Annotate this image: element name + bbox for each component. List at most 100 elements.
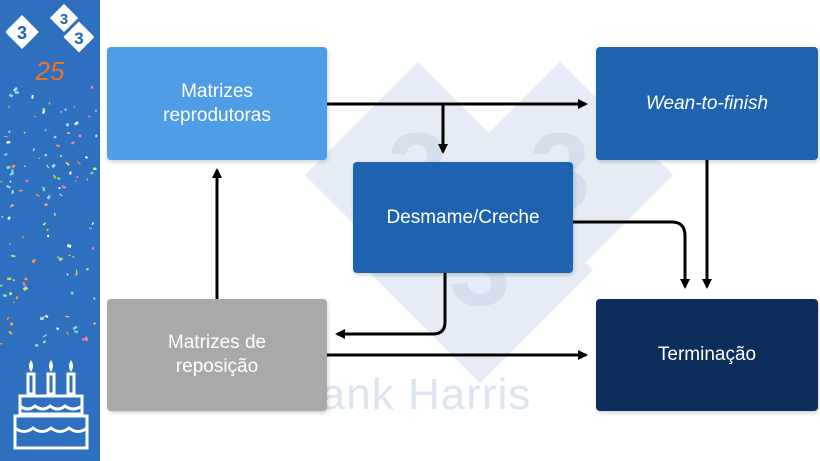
confetti-piece xyxy=(65,123,70,127)
confetti-piece xyxy=(8,292,13,296)
confetti-piece xyxy=(75,175,79,178)
node-matrizes-reprodutoras: Matrizes reprodutoras xyxy=(107,47,327,160)
confetti-piece xyxy=(22,281,26,287)
confetti-piece xyxy=(78,134,82,138)
confetti-piece xyxy=(56,177,61,181)
node-label: Matrizes de reposição xyxy=(167,332,267,377)
logo-digit-2: 3 xyxy=(60,11,68,28)
confetti-piece xyxy=(65,161,70,166)
confetti-piece xyxy=(23,131,26,134)
confetti-piece xyxy=(4,153,8,156)
confetti-piece xyxy=(91,247,95,251)
confetti-piece xyxy=(42,186,46,192)
confetti-piece xyxy=(8,105,11,109)
confetti-piece xyxy=(58,257,64,262)
confetti-piece xyxy=(46,228,49,232)
confetti-piece xyxy=(24,277,28,281)
confetti-piece xyxy=(73,105,76,109)
confetti-piece xyxy=(93,167,97,171)
confetti-piece xyxy=(59,154,63,158)
node-label: Terminação xyxy=(657,344,757,366)
confetti-piece xyxy=(34,344,39,347)
confetti-piece xyxy=(24,165,26,167)
confetti-piece xyxy=(9,242,12,246)
confetti-piece xyxy=(66,132,71,134)
confetti-piece xyxy=(35,193,40,197)
confetti-piece xyxy=(42,107,46,112)
confetti-piece xyxy=(74,121,79,126)
watermark-text: Hank Harris xyxy=(288,370,532,419)
confetti-piece xyxy=(74,272,78,277)
confetti-decoration xyxy=(0,85,98,347)
anniversary-number: 25 xyxy=(35,56,65,84)
confetti-piece xyxy=(18,189,23,192)
edge-desmame-to-reposicao xyxy=(335,273,447,339)
confetti-piece xyxy=(76,161,81,165)
confetti-piece xyxy=(10,171,15,176)
confetti-piece xyxy=(8,130,11,133)
confetti-piece xyxy=(31,258,37,264)
confetti-piece xyxy=(59,193,63,197)
confetti-piece xyxy=(45,314,49,319)
confetti-piece xyxy=(75,269,78,274)
confetti-piece xyxy=(44,153,48,157)
confetti-piece xyxy=(0,342,3,345)
confetti-piece xyxy=(66,243,72,249)
confetti-piece xyxy=(72,325,78,331)
logo-diamond-2: 3 xyxy=(49,4,79,33)
confetti-piece xyxy=(73,330,79,334)
confetti-piece xyxy=(56,256,62,260)
confetti-piece xyxy=(34,115,37,118)
confetti-piece xyxy=(93,297,96,300)
confetti-piece xyxy=(0,181,3,183)
confetti-piece xyxy=(0,284,3,287)
confetti-piece xyxy=(84,336,89,342)
confetti-piece xyxy=(1,215,4,219)
confetti-piece xyxy=(65,315,70,318)
node-label: Desmame/Creche xyxy=(386,206,540,228)
node-label: Matrizes reprodutoras xyxy=(163,80,271,126)
confetti-piece xyxy=(64,108,68,112)
confetti-piece xyxy=(53,212,56,216)
confetti-piece xyxy=(6,141,11,144)
confetti-piece xyxy=(11,204,14,207)
confetti-piece xyxy=(14,91,19,94)
birthday-cake-icon xyxy=(13,360,89,450)
confetti-piece xyxy=(56,327,60,331)
confetti-piece xyxy=(66,331,69,336)
333-logo: 3 3 3 25 xyxy=(6,4,94,84)
confetti-piece xyxy=(56,144,61,148)
confetti-piece xyxy=(61,185,67,189)
confetti-piece xyxy=(6,165,11,170)
confetti-piece xyxy=(31,94,34,99)
confetti-piece xyxy=(42,340,47,344)
confetti-piece xyxy=(74,179,77,182)
confetti-piece xyxy=(45,203,49,207)
node-matrizes-de-reposicao: Matrizes de reposição xyxy=(107,299,327,411)
confetti-piece xyxy=(11,190,14,194)
confetti-piece xyxy=(94,109,97,112)
confetti-piece xyxy=(58,186,61,190)
confetti-piece xyxy=(12,301,15,304)
node-wean-to-finish: Wean-to-finish xyxy=(596,47,818,160)
confetti-piece xyxy=(25,179,29,183)
confetti-piece xyxy=(59,110,63,113)
confetti-piece xyxy=(9,322,14,327)
confetti-piece xyxy=(8,330,13,335)
node-label: Wean-to-finish xyxy=(645,92,769,114)
confetti-piece xyxy=(95,134,98,138)
confetti-piece xyxy=(72,255,75,258)
confetti-piece xyxy=(48,101,51,105)
confetti-piece xyxy=(40,317,44,321)
confetti-piece xyxy=(12,86,19,92)
confetti-piece xyxy=(88,227,93,230)
confetti-piece xyxy=(22,236,24,239)
confetti-piece xyxy=(90,171,94,175)
confetti-piece xyxy=(42,222,47,226)
confetti-piece xyxy=(51,163,56,169)
confetti-piece xyxy=(53,135,57,139)
confetti-piece xyxy=(11,164,16,169)
confetti-piece xyxy=(67,254,71,257)
confetti-piece xyxy=(66,273,69,276)
